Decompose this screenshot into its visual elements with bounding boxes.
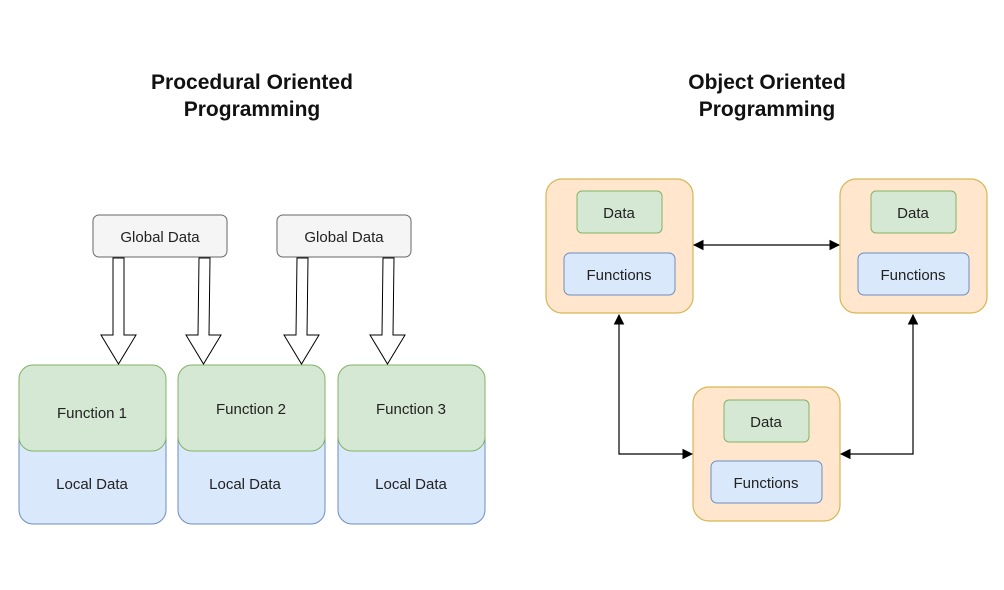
object-2-data-box: [870, 190, 957, 234]
object-3-functions-label: Functions: [733, 475, 798, 492]
object-connectors: [613, 239, 919, 460]
function-block-1: Function 1 Local Data: [18, 364, 167, 525]
object-2-functions-box: [857, 252, 970, 296]
procedural-title: Procedural Oriented Programming: [151, 71, 353, 121]
object-2-data-label: Data: [897, 205, 929, 222]
local-data-label-3: Local Data: [375, 476, 447, 493]
object-2-functions-label: Functions: [880, 267, 945, 284]
function-block-2: Function 2 Local Data: [177, 364, 326, 525]
connector-object3-object2: [839, 313, 919, 460]
global-data-label-2: Global Data: [304, 229, 384, 246]
function-box-3: [337, 364, 486, 452]
object-3-functions-box: [710, 460, 823, 504]
block-arrow-1: [100, 257, 137, 365]
function-label-2: Function 2: [216, 401, 286, 418]
procedural-title-line2: Programming: [184, 98, 321, 121]
object-2: Data Functions: [839, 178, 988, 314]
object-title: Object Oriented Programming: [688, 71, 846, 121]
connector-object1-object3: [613, 313, 694, 460]
function-block-3: Function 3 Local Data: [337, 364, 486, 525]
function-box-2: [177, 364, 326, 452]
function-box-1: [18, 364, 167, 452]
object-1-functions-box: [563, 252, 676, 296]
global-data-box-1: Global Data: [92, 214, 228, 258]
block-arrow-4: [369, 257, 406, 365]
procedural-title-line1: Procedural Oriented: [151, 71, 353, 94]
function-label-1: Function 1: [57, 405, 127, 422]
object-title-line1: Object Oriented: [688, 71, 846, 94]
object-1-functions-label: Functions: [586, 267, 651, 284]
object-1-data-label: Data: [603, 205, 635, 222]
function-label-3: Function 3: [376, 401, 446, 418]
local-data-label-1: Local Data: [56, 476, 128, 493]
block-arrow-3: [283, 257, 320, 365]
object-3-data-label: Data: [750, 414, 782, 431]
local-data-label-2: Local Data: [209, 476, 281, 493]
object-1: Data Functions: [545, 178, 694, 314]
block-arrow-2: [185, 257, 222, 365]
object-title-line2: Programming: [699, 98, 836, 121]
global-arrows: [100, 257, 406, 365]
object-1-data-box: [576, 190, 663, 234]
global-data-label-1: Global Data: [120, 229, 200, 246]
global-data-box-2: Global Data: [276, 214, 412, 258]
object-3: Data Functions: [692, 386, 841, 522]
object-3-data-box: [723, 399, 810, 443]
